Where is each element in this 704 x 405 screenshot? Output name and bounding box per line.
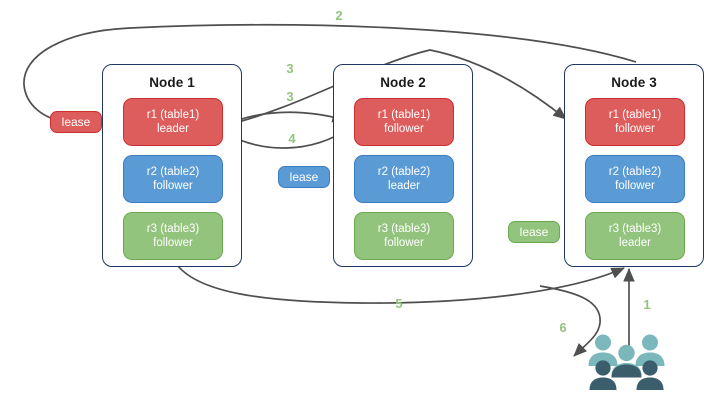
users-front-center-icon [611, 364, 642, 378]
node-2-replica-r1[interactable]: r1 (table1) follower [354, 98, 454, 146]
node-2-title: Node 2 [380, 75, 426, 90]
node-2-replica-r1-line1: r1 (table1) [377, 109, 431, 121]
node-2-replica-r2[interactable]: r2 (table2) leader [354, 155, 454, 203]
node-2-replica-r3-line1: r3 (table3) [377, 223, 431, 235]
edge-label-5: 5 [395, 296, 403, 311]
node-3-replica-r1-line1: r1 (table1) [608, 109, 662, 121]
node-2-replica-r2-line1: r2 (table2) [377, 166, 431, 178]
node-1-replica-r3[interactable]: r3 (table3) follower [123, 212, 223, 260]
users-front-row-icon [589, 360, 664, 390]
node-1-replica-r2-line1: r2 (table2) [146, 166, 200, 178]
node-3-replica-r3-line2: leader [619, 237, 651, 249]
node-1-replica-r3-line1: r3 (table3) [146, 223, 200, 235]
node-3-replica-r1[interactable]: r1 (table1) follower [585, 98, 685, 146]
node-1-box[interactable]: Node 1 r1 (table1) leader r2 (table2) fo… [102, 64, 242, 267]
node-1-replica-r1-line2: leader [157, 123, 189, 135]
edge-label-6: 6 [559, 320, 567, 335]
edge-label-2: 2 [335, 8, 343, 23]
node-1-replica-r2-line2: follower [153, 180, 193, 192]
users-back-row-icon [588, 334, 665, 366]
lease-chip-blue[interactable]: lease [278, 166, 330, 188]
users-group-icon [588, 334, 665, 390]
node-3-replica-r3-line1: r3 (table3) [608, 223, 662, 235]
edge-label-3-lower: 3 [286, 89, 294, 104]
lease-chip-green[interactable]: lease [508, 221, 560, 243]
node-3-replica-r3[interactable]: r3 (table3) leader [585, 212, 685, 260]
edge-label-4: 4 [288, 131, 296, 146]
node-2-replica-r2-line2: leader [388, 180, 420, 192]
lease-chip-red[interactable]: lease [50, 111, 102, 133]
node-1-title: Node 1 [149, 75, 195, 90]
node-3-replica-r2-line2: follower [615, 180, 655, 192]
node-3-title: Node 3 [611, 75, 657, 90]
node-3-replica-r1-line2: follower [615, 123, 655, 135]
node-1-replica-r3-line2: follower [153, 237, 193, 249]
node-1-replica-r1[interactable]: r1 (table1) leader [123, 98, 223, 146]
node-3-box[interactable]: Node 3 r1 (table1) follower r2 (table2) … [564, 64, 704, 267]
node-2-replica-r3[interactable]: r3 (table3) follower [354, 212, 454, 260]
node-2-replica-r1-line2: follower [384, 123, 424, 135]
edge-label-1: 1 [643, 297, 651, 312]
node-2-replica-r3-line2: follower [384, 237, 424, 249]
node-1-replica-r2[interactable]: r2 (table2) follower [123, 155, 223, 203]
node-3-replica-r2-line1: r2 (table2) [608, 166, 662, 178]
node-2-box[interactable]: Node 2 r1 (table1) follower r2 (table2) … [333, 64, 473, 267]
edge-label-3-upper: 3 [286, 61, 294, 76]
node-1-replica-r1-line1: r1 (table1) [146, 109, 200, 121]
node-3-replica-r2[interactable]: r2 (table2) follower [585, 155, 685, 203]
